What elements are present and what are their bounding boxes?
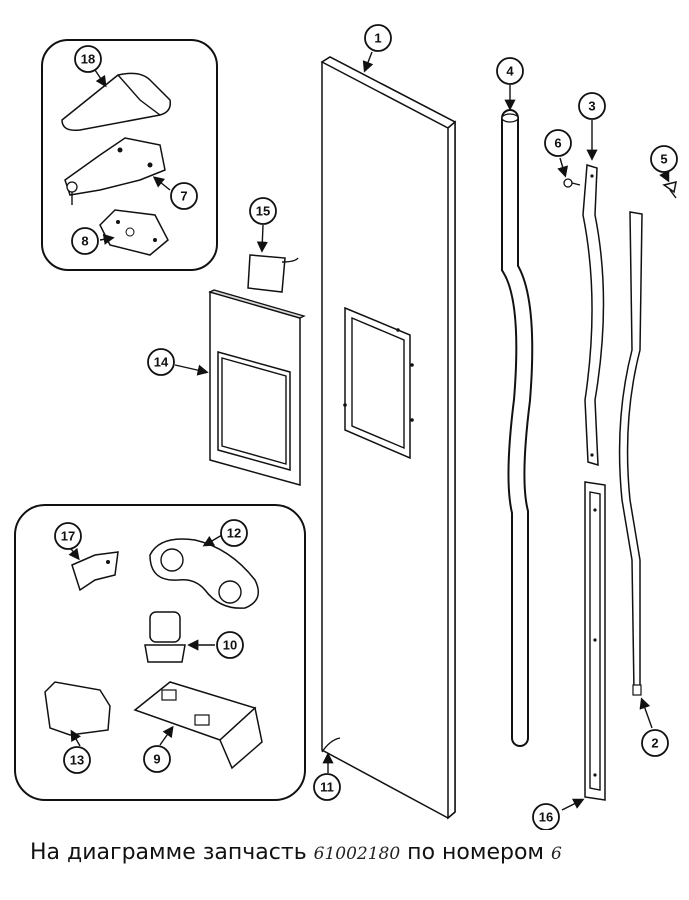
- svg-text:18: 18: [81, 52, 95, 67]
- svg-text:12: 12: [227, 526, 241, 541]
- svg-text:17: 17: [61, 529, 75, 544]
- callout-1: 1: [364, 24, 392, 52]
- part-18-hinge-cover: [61, 72, 172, 132]
- parts-diagram: 1 2 3 4 5 6 7 8 9 10 11 12 13 14 15 16 1…: [14, 24, 678, 830]
- svg-text:16: 16: [539, 810, 553, 825]
- caption-callout-number: 6: [551, 844, 562, 864]
- svg-text:15: 15: [256, 204, 270, 219]
- part-16-lower-trim: [584, 481, 606, 801]
- svg-text:1: 1: [374, 31, 381, 46]
- callout-3: 3: [578, 92, 606, 120]
- callout-17: 17: [54, 522, 82, 550]
- callout-7: 7: [170, 182, 198, 210]
- callout-5: 5: [650, 145, 678, 173]
- callout-12: 12: [220, 519, 248, 547]
- part-10-hinge-pin: [144, 611, 186, 663]
- svg-text:9: 9: [153, 752, 160, 767]
- svg-text:11: 11: [320, 780, 334, 795]
- callout-9: 9: [143, 745, 171, 773]
- svg-text:2: 2: [651, 736, 658, 751]
- part-12-bushing-plate: [149, 538, 260, 609]
- svg-text:8: 8: [81, 234, 88, 249]
- part-9-bottom-hinge: [133, 681, 263, 770]
- callout-18: 18: [74, 45, 102, 73]
- svg-text:4: 4: [506, 64, 514, 79]
- svg-text:7: 7: [180, 189, 187, 204]
- leader-lines: [67, 51, 670, 811]
- svg-text:10: 10: [223, 638, 237, 653]
- caption: На диаграмме запчасть 61002180 по номеро…: [30, 840, 562, 865]
- part-5-screw: [662, 180, 677, 199]
- part-6-screw: [563, 178, 581, 188]
- part-17-bracket: [71, 551, 119, 592]
- caption-text-before: На диаграмме запчасть: [30, 840, 314, 865]
- svg-text:6: 6: [554, 136, 561, 151]
- part-15-bracket: [247, 254, 299, 293]
- callout-6: 6: [544, 129, 572, 157]
- callout-15: 15: [249, 197, 277, 225]
- callout-14: 14: [147, 348, 175, 376]
- svg-text:5: 5: [660, 152, 667, 167]
- callout-16: 16: [532, 803, 560, 830]
- part-8-hinge-shim: [99, 209, 169, 256]
- caption-text-middle: по номером: [400, 840, 552, 865]
- callout-11: 11: [313, 773, 341, 801]
- svg-text:3: 3: [588, 99, 595, 114]
- svg-text:14: 14: [154, 355, 169, 370]
- caption-part-number: 61002180: [313, 844, 401, 864]
- callout-13: 13: [63, 746, 91, 774]
- part-1-door-panel: [320, 56, 457, 820]
- part-11-clip: [321, 737, 341, 753]
- svg-text:13: 13: [70, 753, 84, 768]
- callout-8: 8: [71, 227, 99, 255]
- callout-4: 4: [496, 57, 524, 85]
- callout-2: 2: [641, 729, 669, 757]
- callout-10: 10: [216, 631, 244, 659]
- part-3-upper-trim: [582, 164, 605, 467]
- part-14-dispenser-frame: [208, 289, 306, 486]
- part-4-handle: [501, 109, 534, 747]
- part-2-side-trim: [618, 211, 643, 696]
- part-7-top-hinge: [64, 137, 166, 205]
- part-13-cover: [44, 681, 111, 736]
